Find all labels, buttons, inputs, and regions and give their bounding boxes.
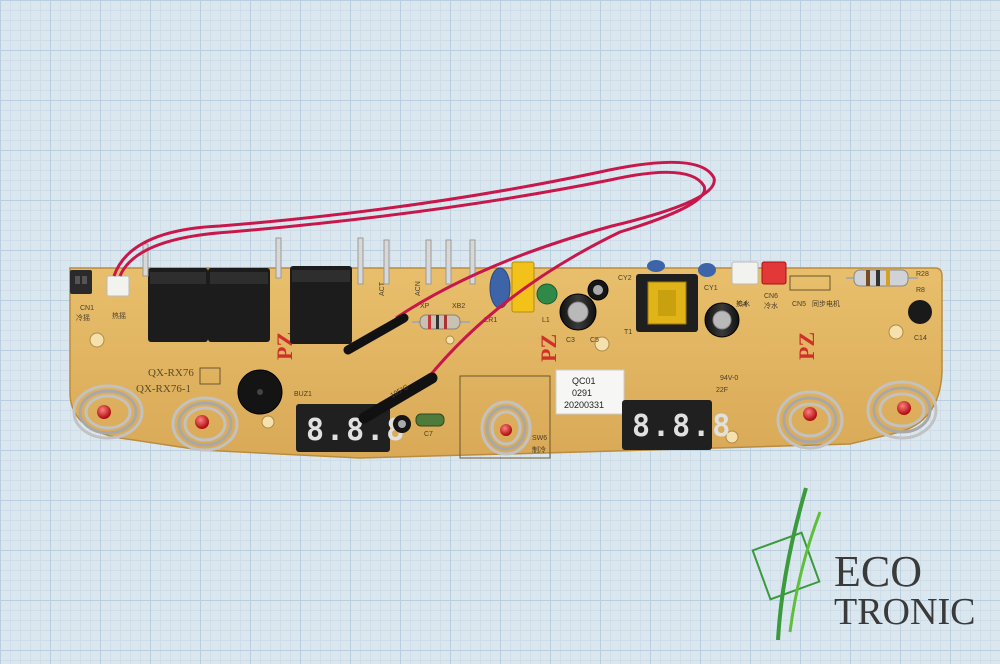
label-cn2-sub: 热摇 <box>112 311 126 320</box>
label-c3: C3 <box>566 337 575 344</box>
logo-leaf <box>776 487 808 641</box>
label-cn1-sub: 冷摇 <box>76 313 90 322</box>
relay-top <box>210 272 268 284</box>
logo-diamond <box>751 531 821 601</box>
red-wire <box>118 170 707 379</box>
display-left-digits: 8.8.8 <box>306 413 406 448</box>
label-xp: XP <box>420 303 430 310</box>
led <box>803 407 817 421</box>
relay <box>208 268 270 342</box>
label-c4: C4 <box>738 301 747 308</box>
logo-line-2: TRONIC <box>834 591 975 633</box>
label-acn: ACN <box>415 281 422 296</box>
mount-hole <box>89 332 105 348</box>
sticker-line1: QC01 <box>572 376 596 386</box>
sticker-line2: 0291 <box>572 388 592 398</box>
label-cn6-sub: 冷水 <box>764 301 778 310</box>
relay <box>148 268 208 342</box>
spring-button-5 <box>866 380 938 440</box>
diode <box>415 413 445 427</box>
relay-top <box>292 270 350 282</box>
label-cn6: CN6 <box>764 293 778 300</box>
mount-hole <box>445 335 455 345</box>
label-cy1: CY1 <box>704 285 718 292</box>
label-c14: C14 <box>914 335 927 342</box>
ecotronic-logo: ECO TRONIC <box>751 487 975 641</box>
resistor <box>412 314 470 330</box>
pz-watermark: PZ <box>794 332 819 360</box>
label-zr: ZR1 <box>484 317 497 324</box>
connector-cn1 <box>70 270 92 294</box>
label-t1: T1 <box>624 329 632 336</box>
thermistor <box>908 300 932 324</box>
model-label-2: QX-RX76-1 <box>136 383 191 395</box>
label-c7: C7 <box>424 431 433 438</box>
spring-button-1 <box>72 384 144 440</box>
x-capacitor <box>511 261 535 313</box>
temperature-sensor <box>358 372 438 424</box>
logo-leaf <box>788 511 822 633</box>
connector-cn5-footprint <box>789 275 831 291</box>
sticker-line3: 20200331 <box>564 400 604 410</box>
spade-terminals <box>142 237 476 285</box>
transformer-core <box>658 290 676 316</box>
seven-segment-display-right <box>622 400 712 450</box>
spring-button-4 <box>776 390 844 450</box>
label-l1: L1 <box>542 317 550 324</box>
label-cn5-sub: 同步电机 <box>812 299 840 308</box>
connector-cn6-red <box>761 261 787 285</box>
label-r28: R28 <box>916 271 929 278</box>
spring-button-3 <box>480 400 532 456</box>
label-cn-water: 热水 <box>736 299 750 308</box>
cap-top <box>398 420 406 428</box>
cap-top <box>712 310 732 330</box>
label-sw6: SW6 <box>532 435 547 442</box>
silk-frame-sw6 <box>459 375 551 459</box>
mount-hole <box>725 430 739 444</box>
label-cn5: CN5 <box>792 301 806 308</box>
pin <box>75 276 80 284</box>
spring-button-2 <box>171 396 239 452</box>
label-xb2: XB2 <box>452 303 465 310</box>
label-cn1: CN1 <box>80 305 94 312</box>
model-label-1: QX-RX76 <box>148 367 194 379</box>
relay-top <box>150 272 206 284</box>
connector-cn2 <box>106 275 130 297</box>
led <box>897 401 911 415</box>
connector-cn6-white <box>731 261 759 285</box>
pin <box>82 276 87 284</box>
led <box>500 424 512 436</box>
ceramic-capacitor <box>647 260 665 272</box>
label-sw6-sub: 制冷 <box>532 445 546 454</box>
relay <box>290 266 352 344</box>
black-sleeve <box>343 313 409 355</box>
label-ul: 94V-0 <box>720 375 738 382</box>
label-act: ACT <box>379 281 386 296</box>
label-c5: C5 <box>590 337 599 344</box>
red-wire <box>112 160 716 320</box>
power-resistor <box>846 269 918 287</box>
pz-watermark: PZ <box>536 334 561 362</box>
silk-box <box>199 367 221 385</box>
inductor-l1 <box>536 283 558 305</box>
label-date-code: 22F <box>716 387 728 394</box>
label-cy: CY2 <box>618 275 632 282</box>
mount-hole <box>888 324 904 340</box>
buzzer-hole <box>257 389 263 395</box>
mount-hole <box>261 415 275 429</box>
cap-top <box>593 285 603 295</box>
label-r8: R8 <box>916 287 925 294</box>
cap-top <box>567 301 589 323</box>
display-right-digits: 8.8.8 <box>632 409 732 444</box>
qc-sticker <box>555 369 625 415</box>
led <box>97 405 111 419</box>
logo-line-1: ECO <box>834 547 922 596</box>
led <box>195 415 209 429</box>
ceramic-capacitor <box>698 263 716 277</box>
label-buz: BUZ1 <box>294 391 312 398</box>
mount-hole <box>594 336 610 352</box>
